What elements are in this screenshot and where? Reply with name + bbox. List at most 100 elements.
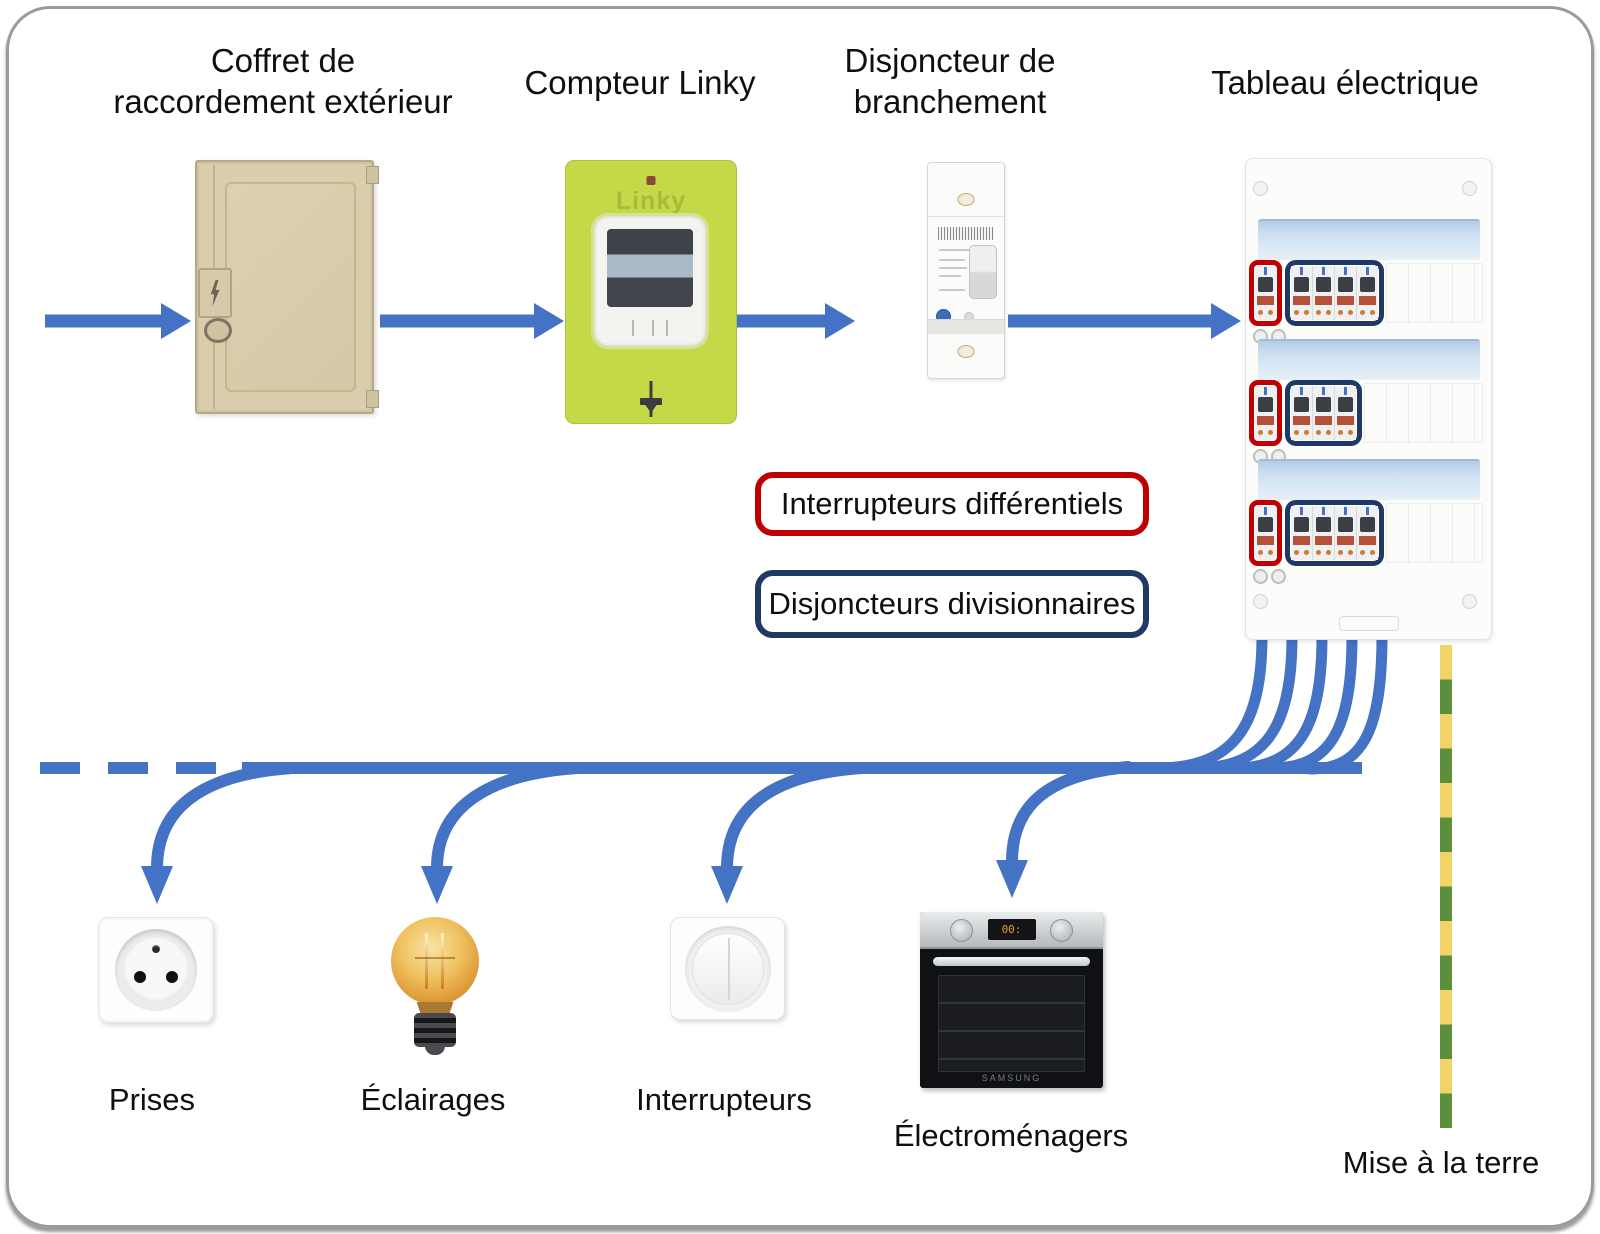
screw-icon	[1253, 594, 1268, 609]
linky-terminal	[652, 320, 654, 336]
earth-pin-hole	[152, 945, 160, 953]
breaker-module	[1357, 506, 1378, 560]
interrupteur-differentiel-highlight	[1249, 260, 1282, 326]
panel-feed-curve	[1152, 630, 1268, 774]
branch-arrowhead-icon	[421, 866, 453, 904]
barcode	[938, 227, 994, 240]
light-bulb-image	[391, 917, 479, 1005]
heading-disjoncteur: Disjoncteur de branchement	[810, 40, 1090, 122]
disjoncteurs-divisionnaires-highlight	[1285, 380, 1362, 446]
breaker-module	[1335, 266, 1357, 320]
panel-row	[1249, 219, 1483, 351]
breaker-toggle	[969, 245, 997, 299]
label-strip	[1258, 219, 1480, 260]
breaker-module	[1291, 506, 1313, 560]
label-strip	[1258, 339, 1480, 380]
lightning-bolt-icon	[210, 280, 220, 306]
panel-feed-curve	[1266, 630, 1358, 774]
breaker-module	[1255, 506, 1276, 560]
legend-disjoncteurs-divisionnaires: Disjoncteurs divisionnaires	[755, 570, 1149, 638]
label-line	[939, 249, 969, 251]
label-eclairages: Éclairages	[360, 1082, 506, 1117]
label-electromenagers: Électroménagers	[893, 1118, 1129, 1153]
heading-disjoncteur-line2: branchement	[853, 83, 1047, 120]
breaker-module	[1255, 266, 1276, 320]
oven-door-window	[938, 975, 1085, 1072]
oven-knob	[950, 919, 973, 942]
label-line	[939, 289, 965, 291]
branch-arrowhead-icon	[711, 866, 743, 904]
heading-linky: Compteur Linky	[524, 64, 756, 101]
linky-display-screen	[607, 229, 693, 307]
flow-arrowhead-icon	[825, 303, 855, 339]
panel-feed-curve	[1304, 630, 1388, 775]
label-line	[939, 259, 965, 261]
flow-arrowhead-icon	[534, 303, 564, 339]
coffret-hinge-bottom	[366, 390, 379, 408]
blank-modules	[1364, 383, 1483, 443]
legend-interrupteurs-differentiels: Interrupteurs différentiels	[755, 472, 1149, 536]
heading-disjoncteur-line1: Disjoncteur de	[844, 42, 1056, 79]
label-line	[939, 275, 961, 277]
breaker-module	[1291, 386, 1313, 440]
divider	[928, 216, 1004, 217]
disjoncteur-branchement-image	[927, 162, 1005, 379]
branch-curve-prises	[151, 762, 298, 874]
bulb-neck	[416, 1002, 454, 1014]
power-outlet-image	[98, 917, 214, 1023]
din-clip-band	[928, 319, 1004, 334]
bulb-filament-support	[415, 957, 455, 959]
label-prises: Prises	[108, 1082, 196, 1117]
breaker-module	[1255, 386, 1276, 440]
flow-arrowhead-icon	[1211, 303, 1241, 339]
earth-wire	[1440, 645, 1452, 1128]
oven-display: 00:	[987, 919, 1036, 940]
interrupteur-differentiel-highlight	[1249, 380, 1282, 446]
oven-door-handle	[933, 957, 1090, 966]
bulb-contact-tip	[425, 1046, 445, 1055]
outlet-pin-hole	[134, 971, 146, 983]
linky-led	[646, 176, 656, 185]
linky-terminal	[632, 320, 634, 336]
heading-coffret-line2: raccordement extérieur	[113, 83, 453, 120]
coffret-raccordement-image	[195, 160, 379, 414]
linky-terminal	[666, 320, 668, 336]
wall-switch-image	[670, 917, 785, 1020]
bulb-filament	[441, 933, 444, 989]
tableau-electrique-image	[1245, 158, 1492, 640]
heading-coffret-line1: Coffret de	[210, 42, 356, 79]
branch-arrowhead-icon	[141, 866, 173, 904]
branch-curve-electromenagers	[1006, 761, 1134, 868]
oven-control-strip: 00:	[920, 912, 1103, 949]
panel-row	[1249, 459, 1483, 591]
module-rail	[1249, 380, 1483, 446]
screw-icon	[957, 345, 975, 358]
panel-feed-curve	[1228, 630, 1328, 774]
coffret-lock	[198, 268, 232, 318]
linky-brand-text: Linky	[615, 187, 687, 215]
heading-tableau: Tableau électrique	[1211, 64, 1479, 101]
screw-icon	[1253, 181, 1268, 196]
linky-display-frame	[594, 216, 706, 346]
breaker-module	[1357, 266, 1378, 320]
breaker-module	[1335, 386, 1356, 440]
label-line	[939, 267, 967, 269]
module-rail	[1249, 260, 1483, 326]
screw-icon	[1462, 181, 1477, 196]
screw-icon	[1462, 594, 1477, 609]
bulb-filament	[425, 933, 428, 989]
branch-curve-interrupteurs	[721, 762, 868, 874]
branch-arrowhead-icon	[996, 860, 1028, 898]
branch-curve-eclairages	[431, 762, 583, 874]
heading-coffret: Coffret de raccordement extérieur	[103, 40, 463, 122]
blank-modules	[1386, 263, 1483, 323]
coffret-hinge-top	[366, 166, 379, 184]
breaker-module	[1313, 386, 1335, 440]
oven-image: 00: SAMSUNG	[920, 912, 1103, 1088]
outlet-recess	[115, 929, 197, 1011]
oven-brand-text: SAMSUNG	[981, 1073, 1042, 1083]
compteur-linky-image: Linky	[565, 160, 737, 424]
screw-icon	[957, 193, 975, 206]
panel-logo-plate	[1338, 616, 1399, 631]
